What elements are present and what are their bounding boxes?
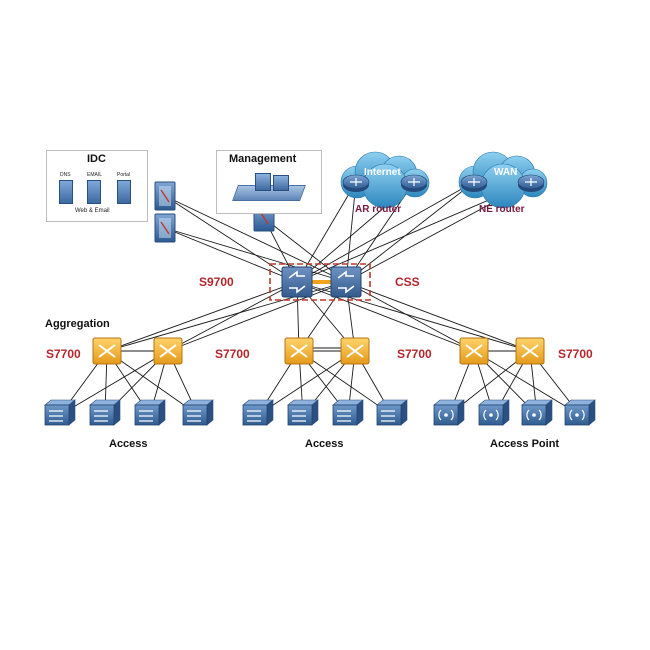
css-label: CSS bbox=[395, 275, 420, 289]
aggregation-title: Aggregation bbox=[45, 318, 110, 330]
s9700-label: S9700 bbox=[199, 275, 234, 289]
access-point-icon bbox=[433, 399, 465, 426]
link-line bbox=[473, 350, 581, 416]
s7700-aggregation-switch-icon bbox=[515, 337, 545, 365]
link-line bbox=[167, 281, 347, 352]
link-line bbox=[298, 350, 393, 416]
idc-caption: Web & Email bbox=[75, 208, 110, 214]
access-point-icon bbox=[521, 399, 553, 426]
devices-layer bbox=[44, 151, 596, 426]
access-point-group-label: Access Point bbox=[490, 438, 560, 450]
link-line bbox=[106, 281, 298, 352]
s7700-label: S7700 bbox=[46, 347, 81, 361]
access-point-icon bbox=[564, 399, 596, 426]
management-title: Management bbox=[229, 153, 297, 165]
internet-label: Internet bbox=[364, 167, 401, 178]
link-line bbox=[164, 227, 298, 283]
s7700-aggregation-switch-icon bbox=[153, 337, 183, 365]
server-icon bbox=[117, 180, 131, 204]
ar-router-icon bbox=[400, 174, 428, 192]
access-switch-icon bbox=[287, 399, 319, 426]
s9700-core-switch-icon bbox=[330, 266, 362, 298]
idc-panel: IDC DNS EMAIL Portal Web & Email bbox=[46, 150, 148, 222]
access-switch-icon bbox=[332, 399, 364, 426]
access-switch-icon bbox=[376, 399, 408, 426]
access-switch-icon bbox=[89, 399, 121, 426]
link-line bbox=[59, 350, 169, 416]
link-line bbox=[296, 281, 475, 352]
server-icon bbox=[87, 180, 101, 204]
link-line bbox=[167, 281, 298, 352]
management-panel: Management bbox=[216, 150, 322, 214]
idc-server-label: DNS bbox=[60, 172, 71, 178]
link-line bbox=[257, 350, 356, 416]
link-line bbox=[164, 227, 347, 283]
s7700-label: S7700 bbox=[397, 347, 432, 361]
idc-server-label: EMAIL bbox=[87, 172, 103, 178]
s7700-aggregation-switch-icon bbox=[284, 337, 314, 365]
link-line bbox=[345, 181, 475, 283]
management-console-icon bbox=[232, 173, 306, 201]
s7700-aggregation-switch-icon bbox=[459, 337, 489, 365]
link-line bbox=[345, 281, 475, 352]
s7700-aggregation-switch-icon bbox=[92, 337, 122, 365]
s7700-label: S7700 bbox=[215, 347, 250, 361]
css-cluster-box bbox=[269, 263, 371, 301]
ne-router-label: NE router bbox=[479, 204, 525, 215]
access-group-label: Access bbox=[305, 438, 344, 450]
link-line bbox=[345, 181, 357, 283]
s7700-aggregation-switch-icon bbox=[340, 337, 370, 365]
ne-router-icon bbox=[517, 174, 545, 192]
access-switch-icon bbox=[242, 399, 274, 426]
firewall-icon bbox=[154, 181, 176, 211]
access-group-label: Access bbox=[109, 438, 148, 450]
idc-title: IDC bbox=[87, 153, 106, 165]
idc-server-label: Portal bbox=[117, 172, 131, 178]
s7700-label: S7700 bbox=[558, 347, 593, 361]
link-line bbox=[296, 181, 475, 283]
link-line bbox=[345, 281, 531, 352]
s9700-core-switch-icon bbox=[281, 266, 313, 298]
access-switch-icon bbox=[134, 399, 166, 426]
link-line bbox=[164, 195, 347, 283]
link-line bbox=[296, 181, 357, 283]
ar-router-icon bbox=[342, 174, 370, 192]
access-switch-icon bbox=[44, 399, 76, 426]
ar-router-label: AR router bbox=[355, 204, 402, 215]
wan-label: WAN bbox=[494, 167, 518, 178]
access-point-icon bbox=[478, 399, 510, 426]
ne-router-icon bbox=[460, 174, 488, 192]
link-line bbox=[106, 350, 199, 416]
firewall-icon bbox=[154, 213, 176, 243]
link-line bbox=[164, 195, 298, 283]
access-switch-icon bbox=[182, 399, 214, 426]
server-icon bbox=[59, 180, 73, 204]
